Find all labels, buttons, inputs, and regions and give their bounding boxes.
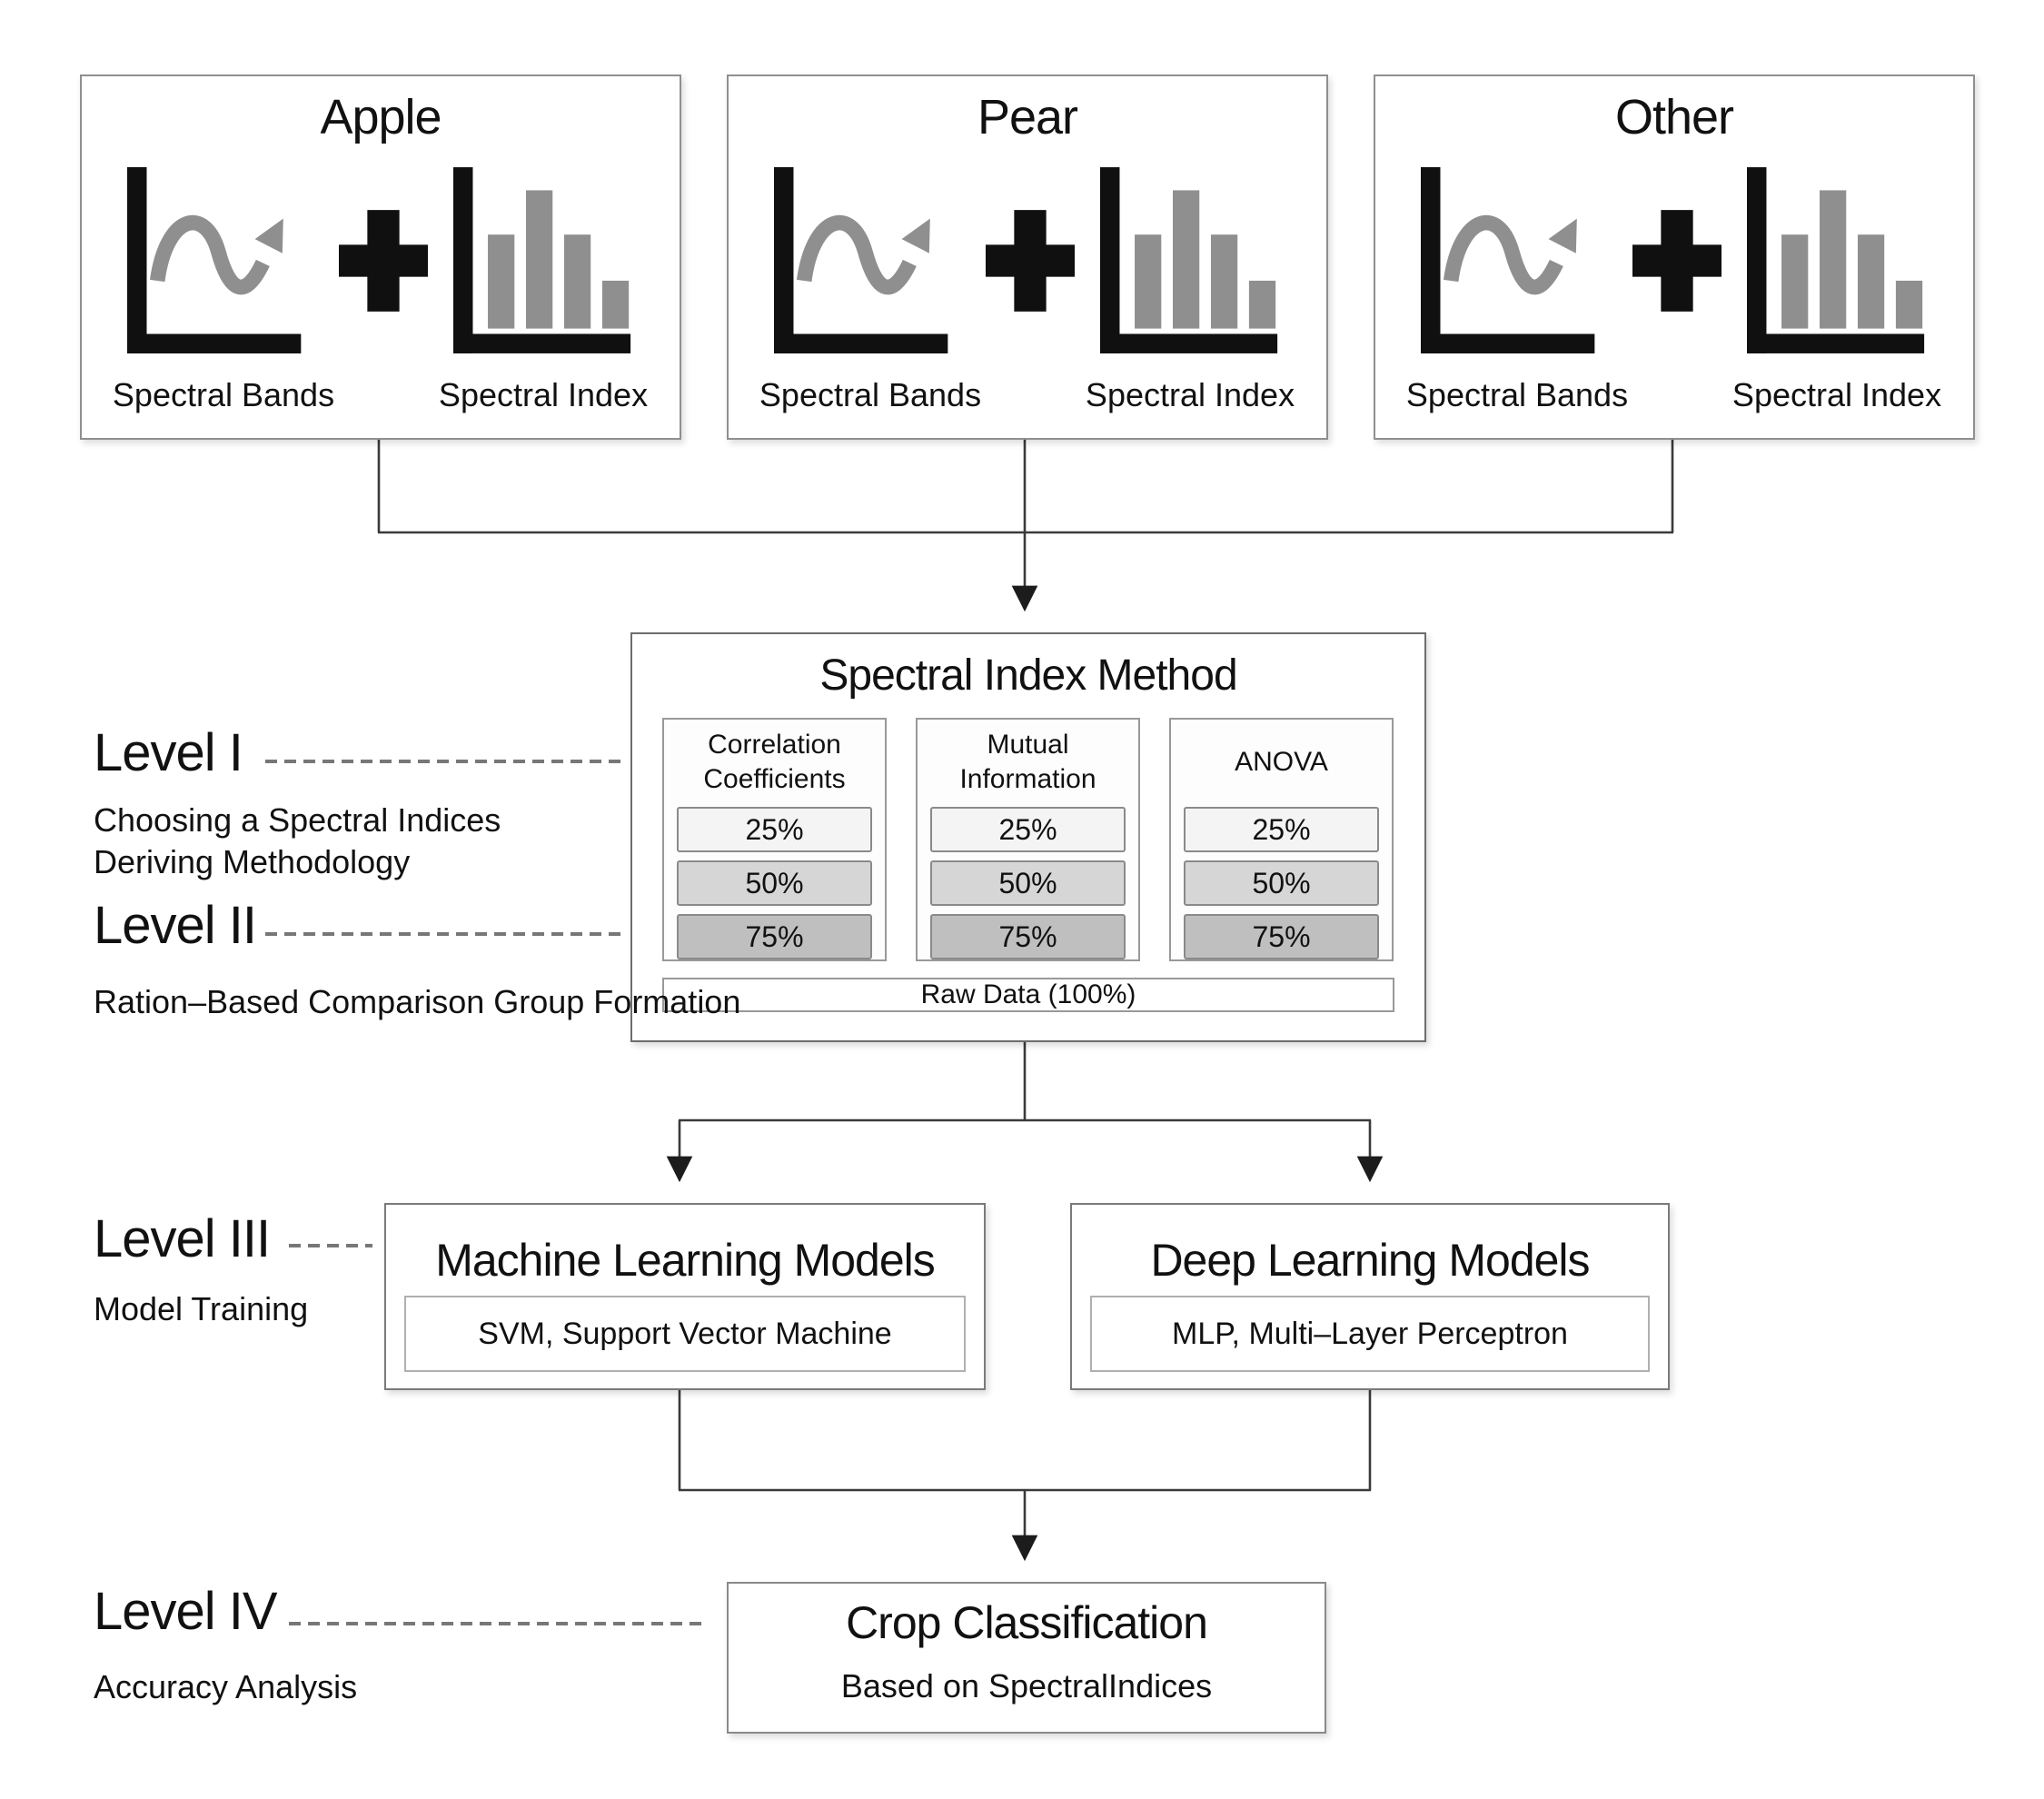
spectral-index-method-box: Spectral Index Method Correlation Coeffi… bbox=[630, 632, 1426, 1042]
header-line: Mutual bbox=[987, 730, 1069, 760]
method-columns: Correlation Coefficients 25% 50% 75% Mut… bbox=[662, 718, 1394, 961]
column-header: Mutual Information bbox=[918, 720, 1138, 805]
spectral-index-label: Spectral Index bbox=[1085, 376, 1295, 413]
percent-row-75: 75% bbox=[930, 914, 1126, 959]
spectral-bands-label: Spectral Bands bbox=[112, 376, 335, 413]
percent-row-50: 50% bbox=[1184, 860, 1379, 906]
spectral-index-label: Spectral Index bbox=[438, 376, 649, 413]
header-line: Information bbox=[959, 764, 1096, 794]
column-header: ANOVA bbox=[1171, 720, 1392, 805]
line-chart-wave-arrow-icon bbox=[773, 167, 948, 353]
level-4-dash-line bbox=[289, 1622, 705, 1625]
method-column-mutual-information: Mutual Information 25% 50% 75% bbox=[916, 718, 1140, 961]
model-detail: MLP, Multi–Layer Perceptron bbox=[1090, 1296, 1650, 1372]
crop-title: Apple bbox=[320, 90, 442, 144]
level-3-dash-line bbox=[289, 1244, 372, 1247]
plus-icon bbox=[1632, 209, 1722, 312]
crop-box-other: Other Spectral Bands Spectral In bbox=[1374, 75, 1975, 440]
deep-learning-models-box: Deep Learning Models MLP, Multi–Layer Pe… bbox=[1070, 1203, 1670, 1390]
method-column-anova: ANOVA 25% 50% 75% bbox=[1169, 718, 1394, 961]
bar-chart-icon bbox=[452, 167, 630, 353]
percent-row-25: 25% bbox=[677, 807, 872, 852]
model-title: Machine Learning Models bbox=[435, 1235, 936, 1286]
percent-row-50: 50% bbox=[677, 860, 872, 906]
crop-classification-box: Crop Classification Based on SpectralInd… bbox=[727, 1582, 1326, 1734]
header-line: Correlation bbox=[708, 730, 841, 760]
percent-row-50: 50% bbox=[930, 860, 1126, 906]
plus-icon bbox=[985, 209, 1075, 312]
icon-row bbox=[729, 167, 1326, 353]
level-4-description: Accuracy Analysis bbox=[94, 1666, 357, 1708]
level-4-label: Level IV bbox=[94, 1582, 278, 1641]
header-line: Coefficients bbox=[703, 764, 846, 794]
spectral-bands-label: Spectral Bands bbox=[759, 376, 982, 413]
percent-row-25: 25% bbox=[930, 807, 1126, 852]
crop-box-pear: Pear Spectral Bands Spectral Ind bbox=[727, 75, 1328, 440]
icon-row bbox=[82, 167, 680, 353]
bar-chart-icon bbox=[1099, 167, 1277, 353]
model-detail: SVM, Support Vector Machine bbox=[404, 1296, 966, 1372]
crop-title: Pear bbox=[977, 90, 1078, 144]
level-2-description: Ration–Based Comparison Group Formation bbox=[94, 981, 740, 1023]
desc-line: Ration–Based Comparison Group Formation bbox=[94, 983, 741, 1020]
desc-line: Choosing a Spectral Indices bbox=[94, 801, 501, 839]
machine-learning-models-box: Machine Learning Models SVM, Support Vec… bbox=[384, 1203, 986, 1390]
spectral-bands-label: Spectral Bands bbox=[1405, 376, 1629, 413]
crop-title: Other bbox=[1614, 90, 1734, 144]
level-3-description: Model Training bbox=[94, 1288, 308, 1330]
final-title: Crop Classification bbox=[846, 1597, 1208, 1648]
percent-row-75: 75% bbox=[677, 914, 872, 959]
level-3-label: Level III bbox=[94, 1209, 271, 1268]
column-header: Correlation Coefficients bbox=[664, 720, 885, 805]
spectral-index-label: Spectral Index bbox=[1731, 376, 1942, 413]
crop-box-apple: Apple Spectral Bands Spectral In bbox=[80, 75, 681, 440]
desc-line: Accuracy Analysis bbox=[94, 1668, 358, 1705]
level-1-description: Choosing a Spectral Indices Deriving Met… bbox=[94, 800, 501, 883]
bar-chart-icon bbox=[1746, 167, 1924, 353]
line-chart-wave-arrow-icon bbox=[1420, 167, 1594, 353]
plus-icon bbox=[338, 209, 428, 312]
icon-row bbox=[1375, 167, 1973, 353]
level-1-label: Level I bbox=[94, 723, 243, 782]
desc-line: Model Training bbox=[94, 1290, 309, 1327]
header-line: ANOVA bbox=[1235, 747, 1328, 777]
model-title: Deep Learning Models bbox=[1150, 1235, 1590, 1286]
percent-rows: 25% 50% 75% bbox=[930, 807, 1126, 959]
level-1-dash-line bbox=[265, 760, 623, 763]
line-chart-wave-arrow-icon bbox=[126, 167, 301, 353]
method-column-correlation: Correlation Coefficients 25% 50% 75% bbox=[662, 718, 887, 961]
level-2-dash-line bbox=[265, 932, 623, 936]
percent-row-25: 25% bbox=[1184, 807, 1379, 852]
level-2-label: Level II bbox=[94, 896, 257, 955]
percent-rows: 25% 50% 75% bbox=[1184, 807, 1379, 959]
method-title: Spectral Index Method bbox=[819, 651, 1237, 700]
desc-line: Deriving Methodology bbox=[94, 843, 411, 880]
percent-rows: 25% 50% 75% bbox=[677, 807, 872, 959]
final-subtitle: Based on SpectralIndices bbox=[840, 1667, 1213, 1705]
percent-row-75: 75% bbox=[1184, 914, 1379, 959]
raw-data-bar: Raw Data (100%) bbox=[662, 978, 1394, 1012]
